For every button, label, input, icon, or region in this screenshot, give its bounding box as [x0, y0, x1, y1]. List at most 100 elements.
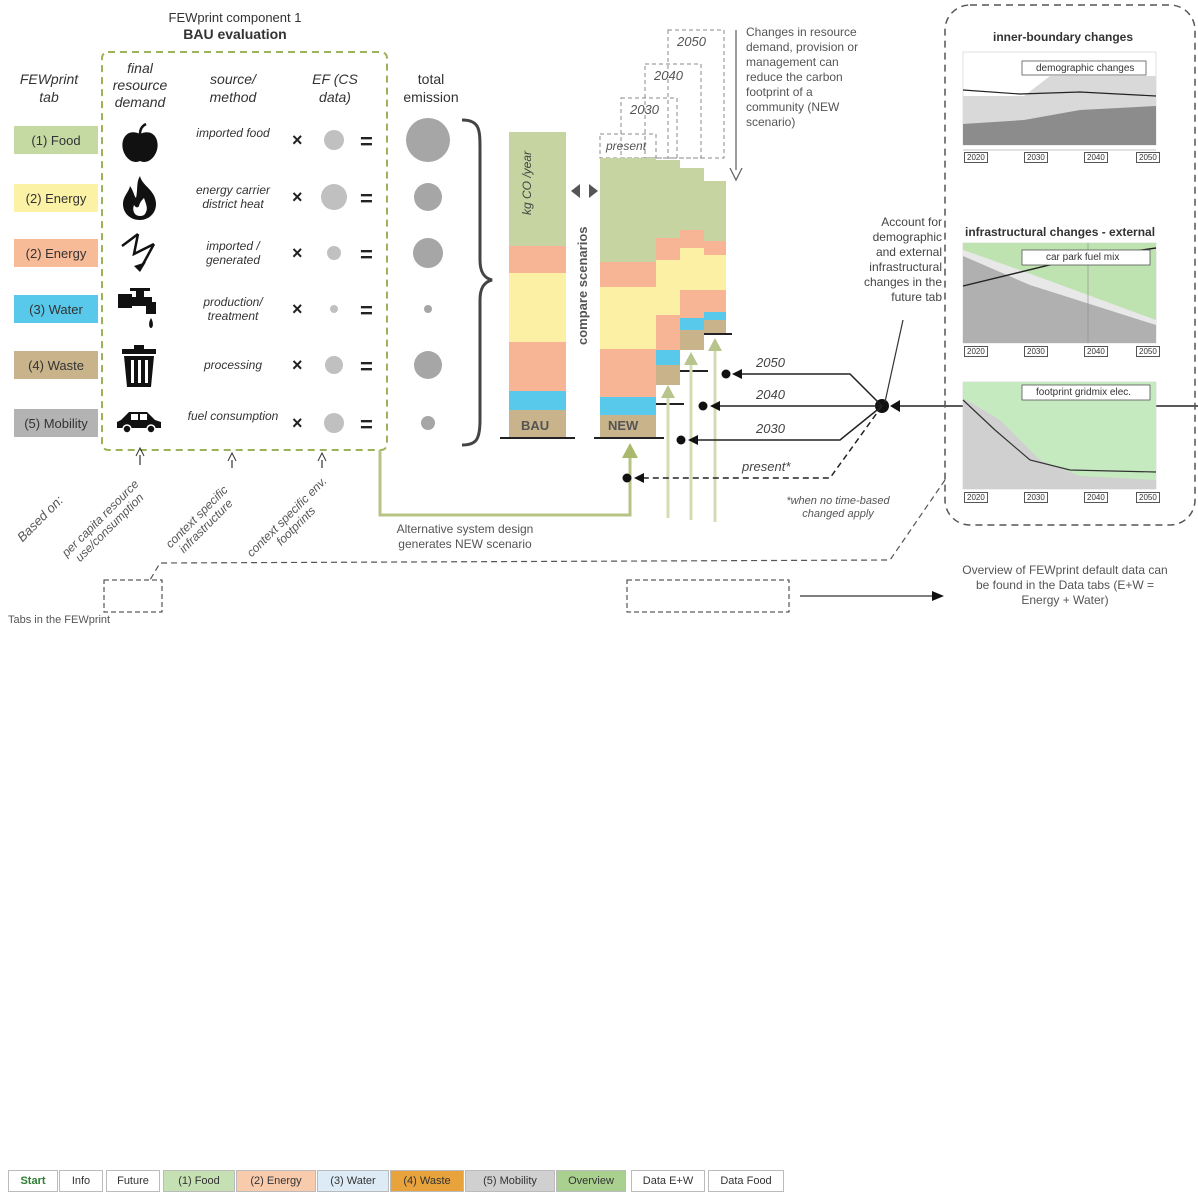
total-circle-heat	[414, 183, 442, 211]
data-tabs-frame	[626, 579, 790, 613]
row-tab-food[interactable]: (1) Food	[14, 126, 98, 154]
times-op: ×	[292, 355, 303, 375]
ef-circle-food	[324, 130, 344, 150]
present-box-label: present	[606, 139, 647, 153]
total-circle-mobility	[421, 416, 435, 430]
y2030-box-label: 2030	[630, 102, 659, 117]
source-mobility: fuel consumption	[187, 409, 279, 423]
times-op: ×	[292, 187, 303, 207]
lightning-icon	[121, 233, 156, 272]
component-title: FEWprint component 1 BAU evaluation	[160, 9, 310, 43]
source-water: production/ treatment	[203, 295, 263, 323]
box-carpark: car park fuel mix	[1046, 252, 1120, 263]
year-2030: 2030	[1024, 346, 1048, 357]
future-panel-box	[944, 4, 1196, 526]
row-tab-energy-elec[interactable]: (2) Energy	[14, 239, 98, 267]
ef-circle-water	[330, 305, 338, 313]
mini-chart-demographic	[962, 51, 1157, 151]
stack-2050	[700, 181, 732, 335]
tab-info[interactable]: Info	[59, 1170, 103, 1192]
y2040-box-label: 2040	[654, 68, 683, 83]
col-source-header: source/ method	[209, 71, 257, 105]
stack-2040	[676, 168, 708, 372]
new-stack	[594, 158, 664, 439]
col-total-header: total emission	[403, 71, 459, 105]
compare-arrow-left	[571, 184, 580, 198]
tab-water[interactable]: (3) Water	[317, 1170, 389, 1192]
year-2030: 2030	[1024, 152, 1048, 163]
row-tab-waste[interactable]: (4) Waste	[14, 351, 98, 379]
flame-icon	[123, 176, 156, 220]
equals-op: =	[360, 242, 373, 267]
compare-arrow-right	[589, 184, 598, 198]
year-2050: 2050	[1136, 492, 1160, 503]
panel-title-external: infrastructural changes - external	[965, 225, 1156, 239]
tab-mobility[interactable]: (5) Mobility	[465, 1170, 555, 1192]
row-tab-water[interactable]: (3) Water	[14, 295, 98, 323]
apple-icon	[122, 122, 158, 162]
new-bar-label: NEW	[608, 418, 639, 433]
year-2050: 2050	[1136, 152, 1160, 163]
future-tab-frame	[103, 579, 163, 613]
compare-label: compare scenarios	[575, 226, 590, 345]
ef-circle-waste	[325, 356, 343, 374]
ef-circle-mobility	[324, 413, 344, 433]
year-2030: 2030	[1024, 492, 1048, 503]
equals-op: =	[360, 298, 373, 323]
total-circle-water	[424, 305, 432, 313]
sum-brace	[461, 118, 493, 447]
mini-chart-carpark	[962, 242, 1157, 344]
year-2040: 2040	[1084, 492, 1108, 503]
tab-future[interactable]: Future	[106, 1170, 160, 1192]
source-food: imported food	[196, 126, 270, 140]
component-label: FEWprint component 1	[168, 10, 302, 25]
year-2040: 2040	[1084, 346, 1108, 357]
line-2050-label: 2050	[756, 355, 785, 370]
line-2040-label: 2040	[756, 387, 785, 402]
year-2050: 2050	[1136, 346, 1160, 357]
line-2030-label: 2030	[756, 421, 785, 436]
equals-op: =	[360, 354, 373, 379]
equals-op: =	[360, 412, 373, 437]
col-ef-header: EF (CS data)	[312, 71, 358, 105]
bau-stack	[500, 132, 575, 439]
line-present-label: present*	[742, 459, 791, 474]
y2050-box-label: 2050	[677, 34, 706, 49]
times-op: ×	[292, 243, 303, 263]
col-demand-header: final resource demand	[112, 60, 168, 110]
equals-op: =	[360, 186, 373, 211]
ef-circle-heat	[321, 184, 347, 210]
tab-overview[interactable]: Overview	[556, 1170, 626, 1192]
account-text: Account for demographic and external inf…	[863, 215, 942, 304]
faucet-icon	[118, 288, 156, 328]
tab-data-ew[interactable]: Data E+W	[631, 1170, 705, 1192]
tab-data-food[interactable]: Data Food	[708, 1170, 784, 1192]
alt-design-line	[378, 450, 632, 517]
footnote: *when no time-based changed apply	[786, 495, 890, 520]
year-2020: 2020	[964, 346, 988, 357]
total-circle-food	[406, 118, 450, 162]
car-icon	[117, 412, 161, 434]
tabs-caption: Tabs in the FEWprint	[8, 614, 111, 626]
times-op: ×	[292, 299, 303, 319]
tab-energy[interactable]: (2) Energy	[236, 1170, 316, 1192]
year-2020: 2020	[964, 152, 988, 163]
trash-icon	[122, 345, 156, 387]
col-tab-header: FEWprint tab	[19, 71, 79, 105]
tab-food[interactable]: (1) Food	[163, 1170, 235, 1192]
equals-op: =	[360, 129, 373, 154]
changes-text: Changes in resource demand, provision or…	[746, 25, 859, 129]
box-demographic: demographic changes	[1036, 63, 1135, 74]
tab-waste[interactable]: (4) Waste	[390, 1170, 464, 1192]
row-tab-energy-heat[interactable]: (2) Energy	[14, 184, 98, 212]
bottom-tab-bar: Start Info Future (1) Food (2) Energy (3…	[8, 585, 798, 1192]
row-tab-mobility[interactable]: (5) Mobility	[14, 409, 98, 437]
source-waste: processing	[203, 358, 263, 372]
times-op: ×	[292, 413, 303, 433]
tab-start[interactable]: Start	[8, 1170, 58, 1192]
times-op: ×	[292, 130, 303, 150]
bau-bar-label: BAU	[521, 418, 550, 433]
bau-dashed-box	[101, 51, 388, 451]
panel-title-inner: inner-boundary changes	[993, 30, 1134, 44]
diagram-canvas	[101, 4, 1198, 613]
